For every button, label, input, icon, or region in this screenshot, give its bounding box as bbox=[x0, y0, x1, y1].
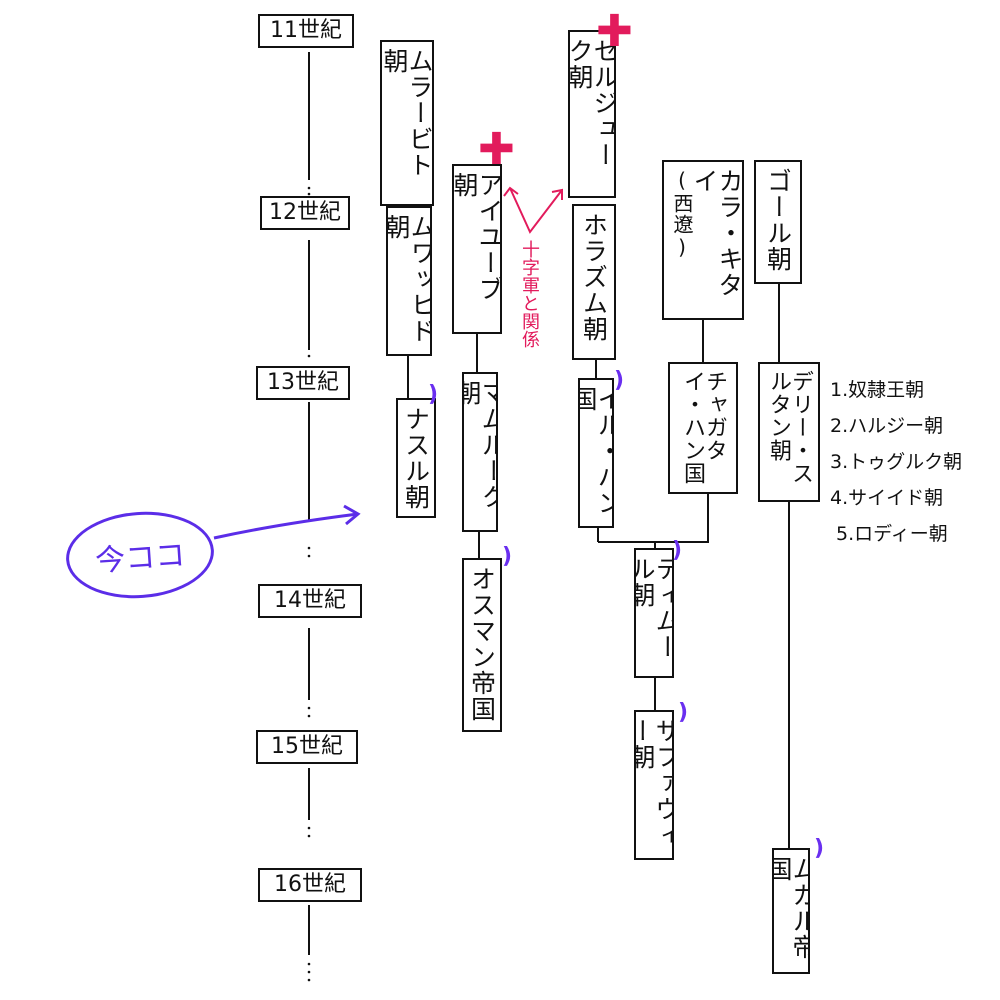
tick-mark: ) bbox=[672, 538, 683, 563]
cross-mark-seljuk: ✚ bbox=[596, 6, 633, 57]
delhi-dynasty-list: 1.奴隷王朝 2.ハルジー朝 3.トゥグルク朝 4.サイイド朝 5.ロディー朝 bbox=[830, 372, 962, 552]
tick-mark: ) bbox=[428, 382, 439, 407]
tick-mark: ) bbox=[502, 544, 513, 569]
box-timurid: ティムール朝 bbox=[634, 548, 674, 678]
box-mamluk: マムルーク朝 bbox=[462, 372, 498, 532]
cross-mark-ayyubid: ✚ bbox=[478, 124, 515, 175]
box-delhi-sultanate: デリー・スルタン朝 bbox=[758, 362, 820, 502]
century-11: 11世紀 bbox=[258, 14, 354, 48]
box-karakhitai: カラ・キタイ (西遼) bbox=[662, 160, 744, 320]
box-khwarazm: ホラズム朝 bbox=[572, 204, 616, 360]
list-item: 1.奴隷王朝 bbox=[830, 379, 925, 401]
karakhitai-alt-name: (西遼) bbox=[670, 168, 694, 260]
here-label: 今ココ bbox=[94, 537, 187, 580]
box-ottoman: オスマン帝国 bbox=[462, 558, 502, 732]
box-ilkhanate: イル・ハン国 bbox=[578, 378, 614, 528]
box-almoravid: ムラービト朝 bbox=[380, 40, 434, 206]
list-item: 4.サイイド朝 bbox=[830, 487, 944, 509]
link-chagatai-timurid bbox=[598, 494, 709, 543]
box-ayyubid: アイユーブ朝 bbox=[452, 164, 502, 334]
century-15: 15世紀 bbox=[256, 730, 358, 764]
axis-dots bbox=[307, 186, 311, 982]
box-almohad: ムワッヒド朝 bbox=[386, 206, 432, 356]
tick-mark: ) bbox=[814, 836, 825, 861]
crusade-arrows bbox=[503, 186, 563, 234]
box-mughal: ムガル帝国 bbox=[772, 848, 810, 974]
list-item: 2.ハルジー朝 bbox=[830, 415, 944, 437]
box-nasrid: ナスル朝 bbox=[396, 398, 436, 518]
box-chagatai: チャガタイ・ハン国 bbox=[668, 362, 738, 494]
list-item: 5.ロディー朝 bbox=[836, 523, 948, 545]
karakhitai-name: カラ・キタイ bbox=[690, 168, 744, 298]
here-arrow bbox=[213, 504, 361, 540]
century-13: 13世紀 bbox=[256, 366, 350, 400]
box-safavid: サファヴィー朝 bbox=[634, 710, 674, 860]
century-16: 16世紀 bbox=[258, 868, 362, 902]
tick-mark: ) bbox=[614, 368, 625, 393]
list-item: 3.トゥグルク朝 bbox=[830, 451, 963, 473]
box-ghurid: ゴール朝 bbox=[754, 160, 802, 284]
century-14: 14世紀 bbox=[258, 584, 362, 618]
tick-mark: ) bbox=[678, 700, 689, 725]
crusade-note: 十字軍と関係 bbox=[519, 240, 540, 348]
box-seljuk: セルジューク朝 bbox=[568, 30, 616, 198]
century-12: 12世紀 bbox=[260, 196, 350, 230]
